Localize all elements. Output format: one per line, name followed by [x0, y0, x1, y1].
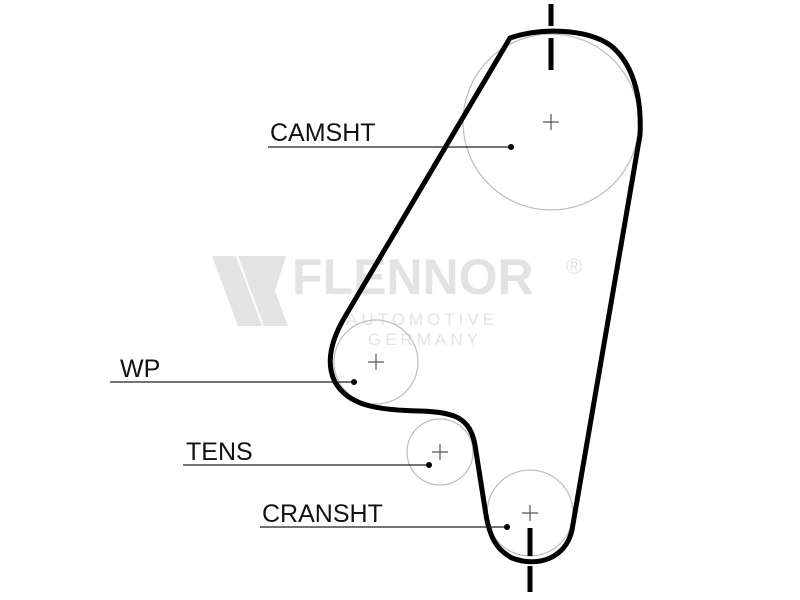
camshaft-center-mark — [543, 114, 559, 130]
watermark-brand: FLENNOR — [292, 249, 534, 305]
crankshaft-label: CRANSHT — [262, 500, 383, 528]
watermark: FLENNOR ® AUTOMOTIVE GERMANY — [212, 249, 582, 349]
crankshaft-leader-dot — [504, 524, 510, 530]
watermark-logo-stripe-1 — [212, 256, 262, 326]
tensioner-label: TENS — [186, 438, 253, 466]
tensioner-leader-dot — [426, 462, 432, 468]
camshaft-label: CAMSHT — [270, 119, 376, 147]
crankshaft-center-mark — [522, 505, 538, 521]
water-pump-center-mark — [368, 354, 384, 370]
water-pump-label: WP — [120, 355, 160, 383]
watermark-logo-stripe-3 — [262, 256, 286, 300]
watermark-line-1: AUTOMOTIVE — [346, 310, 498, 329]
timing-belt — [327, 28, 643, 565]
water-pump-leader-dot — [351, 379, 357, 385]
water-pump-pulley — [333, 319, 419, 405]
watermark-registered-mark: ® — [566, 254, 582, 279]
camshaft-leader-dot — [508, 144, 514, 150]
tensioner-pulley — [406, 418, 474, 486]
tensioner-center-mark — [432, 444, 448, 460]
watermark-line-2: GERMANY — [368, 330, 482, 349]
watermark-logo-stripe-2 — [238, 256, 288, 326]
